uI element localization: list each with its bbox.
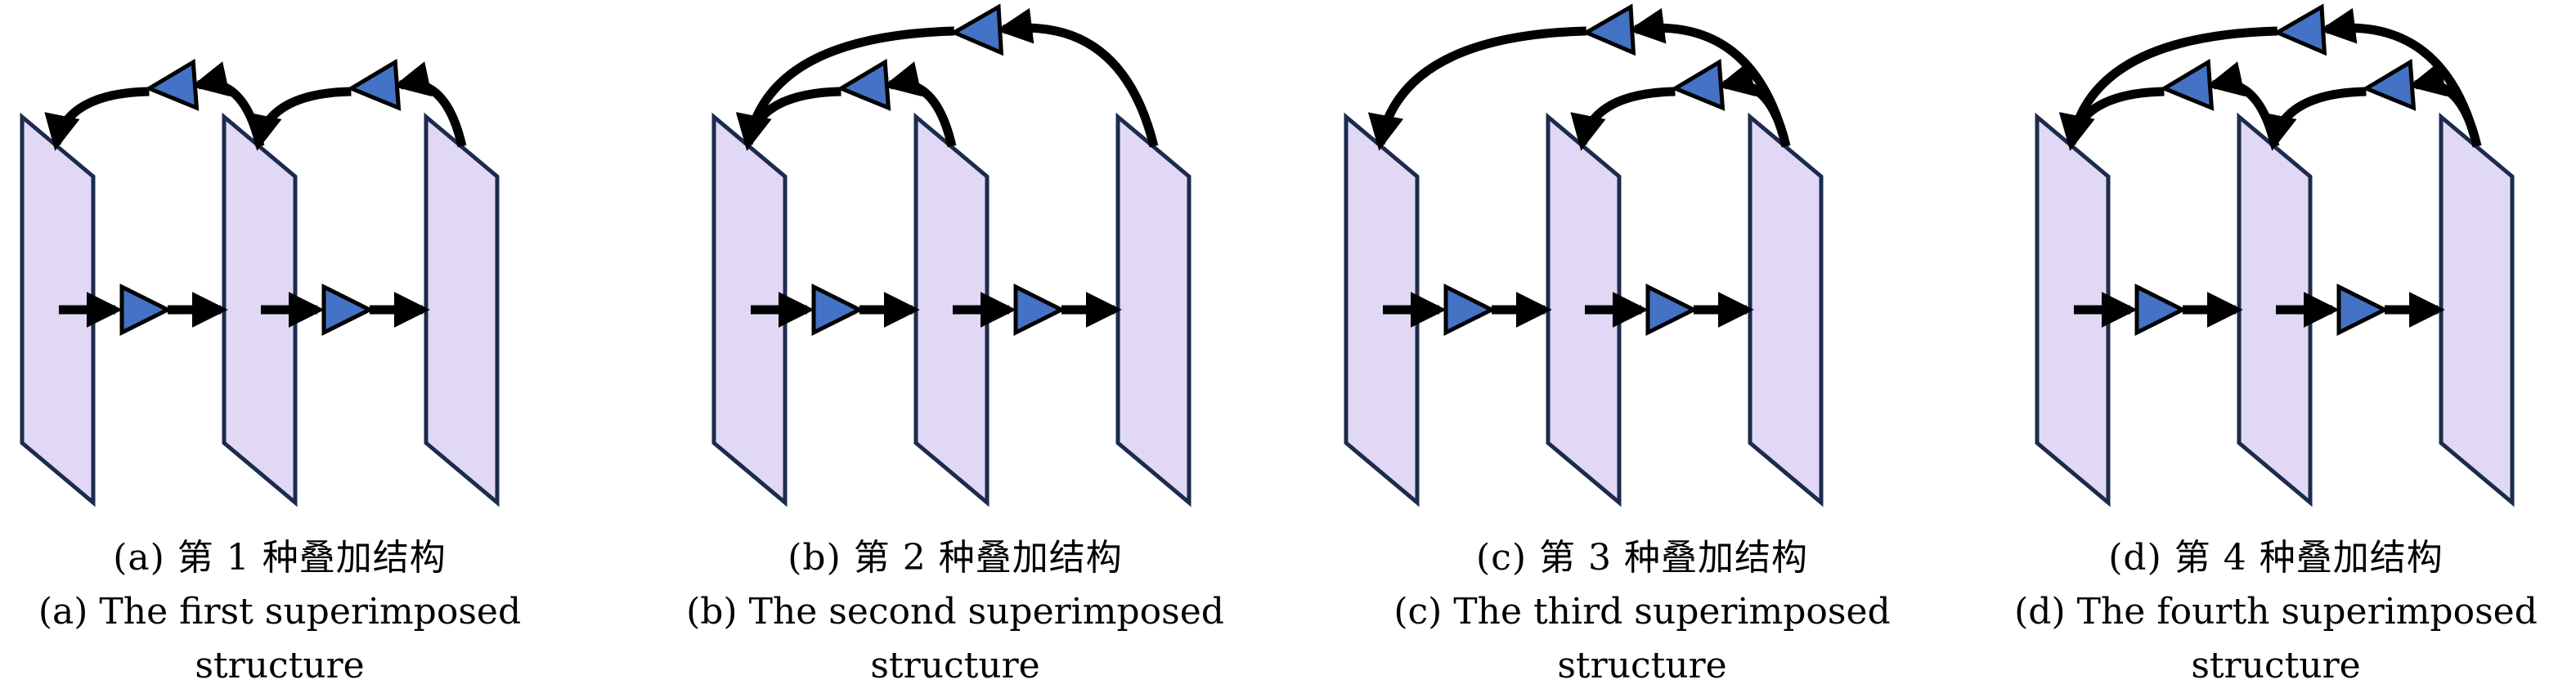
- caption-a-chinese: (a) 第 1 种叠加结构: [113, 537, 447, 579]
- panel-b-diagram: [711, 3, 1192, 507]
- caption-a-english-line2: structure: [195, 645, 365, 686]
- feedback-arc-3-to-2-upper: [2408, 61, 2482, 148]
- feature-plane-2: [1546, 112, 1622, 507]
- forward-amplifier-icon-1: [1443, 283, 1497, 337]
- feedback-arc-3-to-2-upper: [393, 61, 467, 148]
- feedback-arc-3-to-2-upper: [1717, 61, 1791, 148]
- caption-a-english-line1: (a) The first superimposed: [38, 591, 522, 633]
- feedback-arc-3-to-1-lower: [735, 26, 954, 151]
- feature-plane-2: [2237, 112, 2313, 507]
- caption-b: (b) 第 2 种叠加结构 (b) The second superimpose…: [628, 531, 1282, 693]
- feedback-amplifier-icon-3-to-2: [2361, 58, 2417, 111]
- feedback-amplifier-icon-3-to-2: [1670, 58, 1726, 111]
- feature-plane-3: [2439, 112, 2515, 507]
- forward-amplifier-icon-2: [1645, 283, 1699, 337]
- panel-a-diagram: [20, 58, 500, 507]
- forward-amplifier-icon-2: [321, 283, 375, 337]
- caption-d: (d) 第 4 种叠加结构 (d) The fourth superimpose…: [1949, 531, 2576, 693]
- caption-d-english-line1: (d) The fourth superimposed: [2014, 591, 2538, 633]
- feature-plane-2: [913, 112, 990, 507]
- forward-amplifier-icon-1: [119, 283, 173, 337]
- feature-plane-3: [1115, 112, 1192, 507]
- caption-b-english-line1: (b) The second superimposed: [686, 591, 1224, 633]
- feature-plane-1: [20, 112, 96, 507]
- forward-amplifier-icon-2: [1013, 283, 1066, 337]
- feedback-amplifier-icon-2-to-1: [2159, 58, 2215, 111]
- feedback-arc-3-to-1-lower: [1367, 26, 1586, 151]
- feedback-amplifier-icon-3-to-1: [949, 3, 1004, 56]
- feature-plane-2: [222, 112, 298, 507]
- feedback-arc-3-to-2-lower: [246, 87, 352, 151]
- feedback-arc-3-to-1-upper: [996, 7, 1159, 148]
- feedback-arc-3-to-2-lower: [1570, 87, 1676, 151]
- forward-amplifier-icon-2: [2336, 283, 2390, 337]
- feedback-amplifier-icon-3-to-1: [1582, 3, 1636, 56]
- feedback-amplifier-icon-2-to-1: [836, 58, 891, 111]
- caption-b-chinese: (b) 第 2 种叠加结构: [788, 537, 1123, 579]
- caption-b-english-line2: structure: [870, 645, 1040, 686]
- feedback-arc-2-to-1-upper: [882, 61, 957, 148]
- feedback-arc-2-to-1-lower: [44, 87, 150, 151]
- caption-c: (c) 第 3 种叠加结构 (c) The third superimposed…: [1315, 531, 1969, 693]
- forward-amplifier-icon-1: [2134, 283, 2188, 337]
- feature-plane-1: [2035, 112, 2111, 507]
- feedback-amplifier-icon-3-to-1: [2273, 3, 2327, 56]
- caption-c-english-line1: (c) The third superimposed: [1393, 591, 1891, 633]
- feedback-arc-3-to-2-lower: [2261, 87, 2367, 151]
- feature-plane-3: [424, 112, 500, 507]
- caption-c-chinese: (c) 第 3 种叠加结构: [1476, 537, 1808, 579]
- feedback-arc-2-to-1-lower: [2059, 87, 2165, 151]
- feature-plane-3: [1748, 112, 1824, 507]
- caption-c-english-line2: structure: [1557, 645, 1727, 686]
- panel-d-diagram: [2035, 3, 2515, 507]
- feedback-amplifier-icon-3-to-2: [346, 58, 402, 111]
- caption-a: (a) 第 1 种叠加结构 (a) The first superimposed…: [0, 531, 607, 693]
- caption-d-chinese: (d) 第 4 种叠加结构: [2108, 537, 2444, 579]
- panel-c-diagram: [1344, 3, 1824, 507]
- caption-d-english-line2: structure: [2191, 645, 2361, 686]
- forward-amplifier-icon-1: [811, 283, 864, 337]
- feature-plane-1: [711, 112, 788, 507]
- feedback-amplifier-icon-2-to-1: [144, 58, 200, 111]
- feature-plane-1: [1344, 112, 1420, 507]
